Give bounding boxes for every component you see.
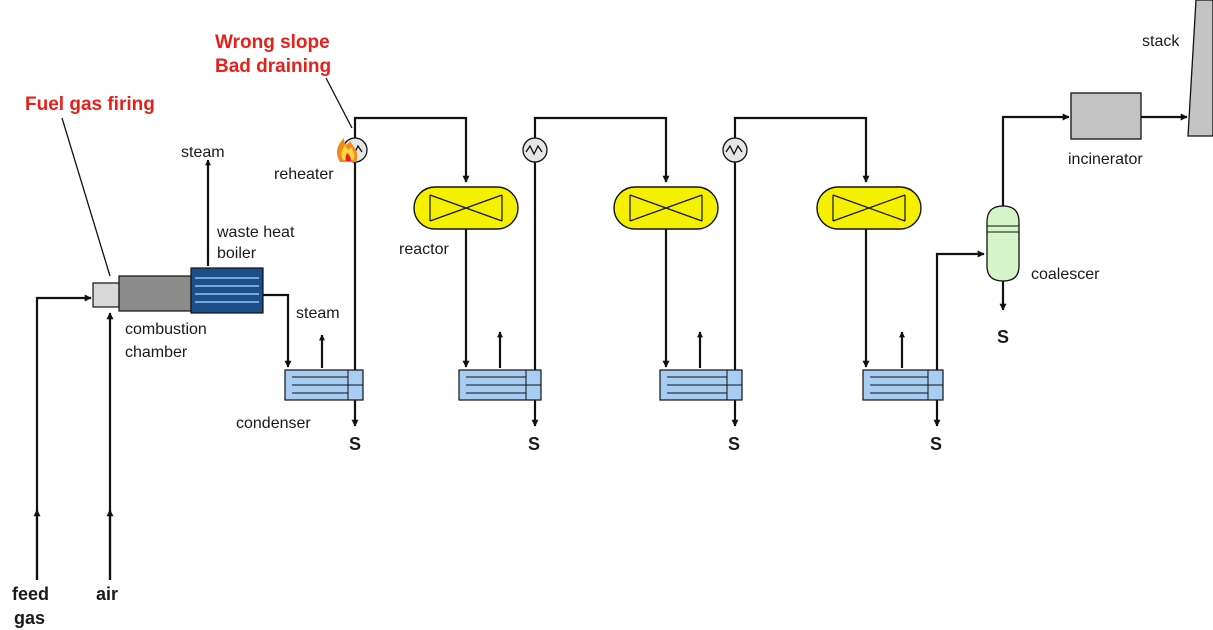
condenser-4-to-coalescer-line bbox=[935, 250, 985, 370]
sulfur-label-2: S bbox=[528, 434, 540, 454]
burner bbox=[92, 282, 120, 308]
combustion-chamber bbox=[118, 275, 192, 312]
combustion-label: combustion bbox=[125, 321, 207, 338]
reactor-2 bbox=[613, 186, 719, 230]
condenser-4 bbox=[862, 369, 944, 401]
condenser-1 bbox=[284, 369, 364, 401]
boiler-to-condenser-line bbox=[263, 293, 292, 368]
waste-heat-boiler bbox=[190, 267, 264, 314]
steam-label-boiler: steam bbox=[181, 144, 225, 161]
coalescer bbox=[986, 205, 1020, 282]
reactor-1 bbox=[413, 186, 519, 230]
flame-icon bbox=[337, 138, 358, 162]
waste-heat-label: waste heat bbox=[216, 224, 295, 241]
stack bbox=[1187, 0, 1213, 137]
condenser-2 bbox=[458, 369, 542, 401]
condenser-label: condenser bbox=[236, 415, 311, 432]
steam-label-condenser: steam bbox=[296, 305, 340, 322]
sulfur-label-3: S bbox=[728, 434, 740, 454]
incinerator-label: incinerator bbox=[1068, 151, 1143, 168]
sulfur-label-5: S bbox=[997, 327, 1009, 347]
wrong-slope-annotation: Wrong slope bbox=[215, 32, 330, 53]
reactor-label: reactor bbox=[399, 241, 449, 258]
air-label: air bbox=[96, 584, 118, 604]
reheater-2-to-reactor-2-line bbox=[533, 116, 670, 183]
reheater-2 bbox=[522, 137, 548, 163]
reheater-1-to-reactor-1-line bbox=[353, 116, 470, 183]
coalescer-label: coalescer bbox=[1031, 266, 1100, 283]
coalescer-to-incinerator-line bbox=[1001, 113, 1070, 206]
reheater-label: reheater bbox=[274, 166, 334, 183]
feed-gas-label: feed bbox=[12, 584, 49, 604]
wrong-slope-pointer-line bbox=[325, 77, 353, 129]
stack-label: stack bbox=[1142, 33, 1180, 50]
chamber-label: chamber bbox=[125, 344, 188, 361]
incinerator bbox=[1070, 92, 1142, 140]
boiler-label: boiler bbox=[217, 245, 257, 262]
reheater-3 bbox=[722, 137, 748, 163]
condenser-3 bbox=[659, 369, 743, 401]
sulfur-label-4: S bbox=[930, 434, 942, 454]
bad-draining-annotation: Bad draining bbox=[215, 56, 331, 77]
reactor-3 bbox=[816, 186, 922, 230]
fuel-gas-pointer-line bbox=[61, 117, 111, 277]
sulfur-label-1: S bbox=[349, 434, 361, 454]
fuel-gas-firing-annotation: Fuel gas firing bbox=[25, 94, 155, 115]
reheater-3-to-reactor-3-line bbox=[733, 116, 870, 183]
feed-gas-line bbox=[35, 294, 92, 580]
feed-gas-label-2: gas bbox=[14, 608, 45, 628]
